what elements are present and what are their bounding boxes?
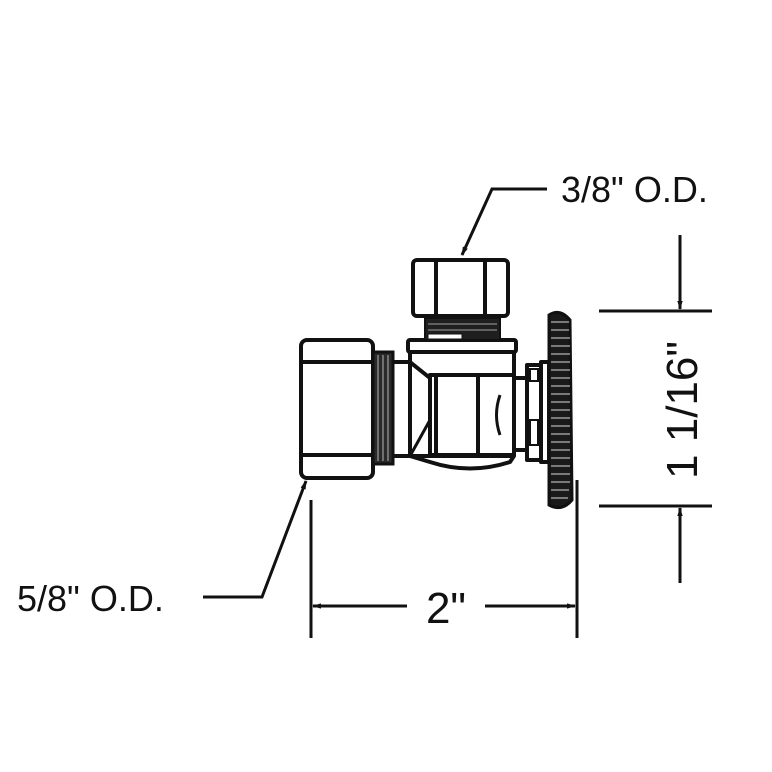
- valve-body: [299, 258, 574, 510]
- inlet-threads: [371, 350, 395, 466]
- outlet-nut: [411, 258, 510, 318]
- main-body: [408, 348, 516, 471]
- outlet-size-label: 3/8" O.D.: [561, 169, 708, 210]
- handle-wheel[interactable]: [547, 310, 574, 510]
- height-dimension: 1 1/16": [599, 235, 712, 583]
- outlet-threads: [424, 317, 501, 341]
- inlet-nut: [299, 338, 375, 480]
- inlet-neck: [393, 360, 410, 458]
- inlet-callout: 5/8" O.D.: [17, 480, 308, 619]
- width-dimension-label: 2": [426, 584, 466, 633]
- height-dimension-label: 1 1/16": [658, 341, 707, 479]
- outlet-bonnet: [406, 338, 518, 354]
- width-dimension: 2": [309, 480, 579, 638]
- valve-stem: [495, 360, 551, 464]
- inlet-size-label: 5/8" O.D.: [17, 578, 164, 619]
- outlet-callout: 3/8" O.D.: [460, 169, 708, 256]
